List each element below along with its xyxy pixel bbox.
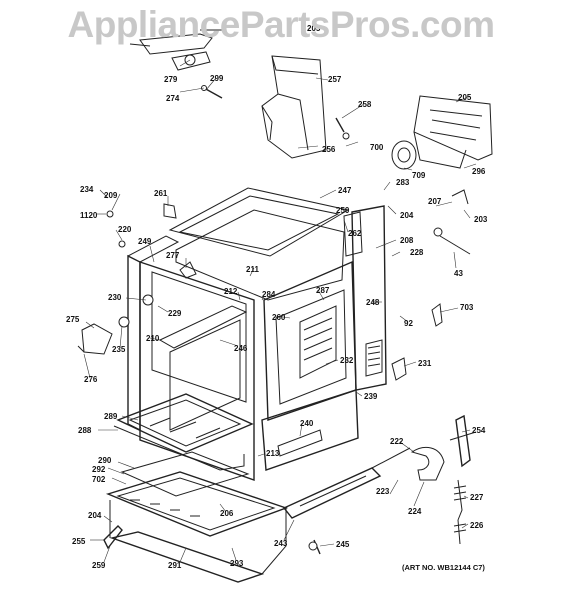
callout-700: 700: [370, 143, 384, 152]
kick-panel-part[interactable]: [261, 389, 359, 471]
callout-220: 220: [118, 225, 132, 234]
callout-260: 260: [272, 313, 286, 322]
callout-208: 208: [400, 236, 414, 245]
callout-212: 212: [224, 287, 238, 296]
vent-bracket-part[interactable]: [391, 95, 493, 170]
callout-277: 277: [166, 251, 180, 260]
callout-284: 284: [262, 290, 276, 299]
screw-part[interactable]: [335, 117, 350, 140]
callout-291: 291: [168, 561, 182, 570]
callout-250: 250: [336, 206, 350, 215]
callout-92: 92: [404, 319, 413, 328]
spring-227-part[interactable]: [453, 479, 467, 521]
bracket-231-part[interactable]: [391, 357, 407, 381]
callout-206: 206: [220, 509, 234, 518]
callout-293: 293: [230, 559, 244, 568]
callout-709: 709: [412, 171, 426, 180]
callout-203: 203: [474, 215, 488, 224]
callout-702: 702: [92, 475, 106, 484]
callout-275: 275: [66, 315, 80, 324]
callout-labels: 205 279 299 274 257 258 205 700 256 709 …: [66, 24, 488, 572]
burner-part[interactable]: [282, 447, 411, 519]
callout-229: 229: [168, 309, 182, 318]
callout-209: 209: [104, 191, 118, 200]
callout-211: 211: [246, 265, 259, 274]
callout-205-top: 205: [307, 24, 321, 33]
callout-248: 248: [366, 298, 380, 307]
callout-292: 292: [92, 465, 106, 474]
callout-254: 254: [472, 426, 486, 435]
callout-239: 239: [364, 392, 378, 401]
callout-223: 223: [376, 487, 390, 496]
callout-227: 227: [470, 493, 484, 502]
door-hinge-bracket-part[interactable]: [410, 446, 445, 481]
left-side-parts[interactable]: [77, 203, 197, 355]
callout-1120: 1120: [80, 211, 98, 220]
callout-204-right: 204: [400, 211, 414, 220]
callout-222: 222: [390, 437, 404, 446]
callout-247: 247: [338, 186, 352, 195]
callout-205-right: 205: [458, 93, 472, 102]
callout-255: 255: [72, 537, 86, 546]
valve-part[interactable]: [433, 189, 471, 255]
clip-part[interactable]: [431, 303, 443, 327]
callout-228: 228: [410, 248, 424, 257]
callout-261: 261: [154, 189, 168, 198]
callout-299: 299: [210, 74, 224, 83]
oven-cabinet-part[interactable]: [127, 187, 387, 481]
callout-257: 257: [328, 75, 342, 84]
art-number: (ART NO. WB12144 C7): [402, 563, 485, 572]
callout-232: 232: [340, 356, 354, 365]
callout-243: 243: [274, 539, 288, 548]
callout-224: 224: [408, 507, 422, 516]
callout-289: 289: [104, 412, 118, 421]
spring-226-part[interactable]: [453, 519, 467, 545]
callout-296: 296: [472, 167, 486, 176]
callout-290: 290: [98, 456, 112, 465]
callout-256: 256: [322, 145, 336, 154]
callout-276: 276: [84, 375, 98, 384]
leader-lines: [83, 59, 477, 563]
callout-274: 274: [166, 94, 180, 103]
callout-288: 288: [78, 426, 92, 435]
callout-258: 258: [358, 100, 372, 109]
callout-235: 235: [112, 345, 126, 354]
callout-283: 283: [396, 178, 410, 187]
callout-240: 240: [300, 419, 314, 428]
callout-204-left: 204: [88, 511, 102, 520]
callout-249: 249: [138, 237, 152, 246]
callout-287: 287: [316, 286, 330, 295]
broiler-pan-part[interactable]: [113, 393, 254, 471]
callout-246: 246: [234, 344, 248, 353]
igniter-part[interactable]: [308, 539, 321, 555]
orifice-spud-part[interactable]: [201, 85, 223, 99]
flue-duct-part[interactable]: [261, 55, 327, 159]
callout-262: 262: [348, 229, 362, 238]
igniter-assembly-part[interactable]: [129, 29, 225, 71]
callout-210: 210: [146, 334, 160, 343]
callout-703: 703: [460, 303, 474, 312]
callout-259: 259: [92, 561, 106, 570]
callout-43: 43: [454, 269, 463, 278]
callout-207: 207: [428, 197, 442, 206]
callout-245: 245: [336, 540, 350, 549]
callout-213: 213: [266, 449, 280, 458]
callout-279: 279: [164, 75, 178, 84]
broiler-rail-part[interactable]: [103, 525, 123, 550]
callout-226: 226: [470, 521, 484, 530]
callout-234: 234: [80, 185, 94, 194]
callout-231: 231: [418, 359, 432, 368]
hinge-254-part[interactable]: [449, 414, 477, 468]
callout-230: 230: [108, 293, 122, 302]
drawer-bottom-part[interactable]: [105, 451, 289, 583]
